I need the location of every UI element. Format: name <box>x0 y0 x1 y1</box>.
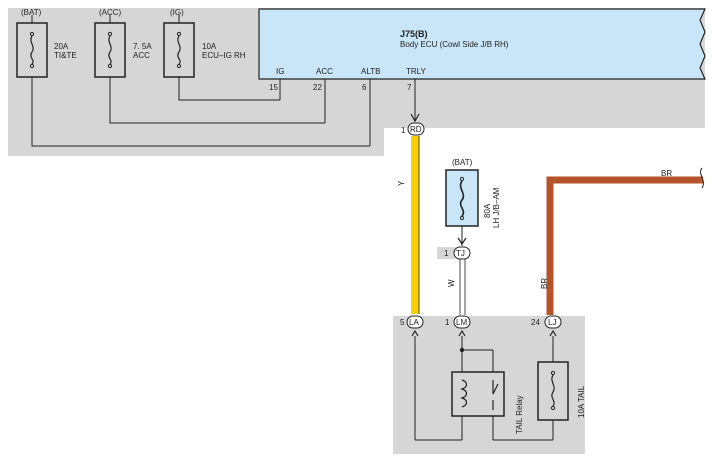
fuse-ti-te: (BAT) 20A TI&TE <box>16 8 77 78</box>
tail-relay-label: TAIL Relay <box>515 395 524 434</box>
lh-fuse-source: (BAT) <box>452 158 473 167</box>
lh-fuse-icon <box>459 180 465 217</box>
terminal-trly-label: TRLY <box>406 67 427 76</box>
fuse-to-ecu-wires <box>31 77 370 147</box>
connector-tj-pin: 1 <box>444 249 449 258</box>
fuse-acc-icon <box>108 35 112 65</box>
wire-w-label: W <box>447 279 456 287</box>
wire-br <box>546 176 703 315</box>
chevron-lm-icon <box>458 329 466 337</box>
connector-lj-code: LJ <box>548 318 556 327</box>
tail-fuse-label: 10A TAIL <box>577 385 586 418</box>
terminal-acc-label: ACC <box>316 67 333 76</box>
ecu-id: J75(B) <box>400 29 428 39</box>
connector-rd <box>407 122 425 136</box>
connector-lj-pin: 24 <box>531 318 540 327</box>
wire-w <box>459 259 466 315</box>
wire-y-label: Y <box>397 180 406 186</box>
fuse-acc-source: (ACC) <box>99 8 122 17</box>
terminal-ig-label: IG <box>276 67 284 76</box>
fuse-ti-te-rating: 20A <box>54 42 69 51</box>
fuse-ti-te-name: TI&TE <box>54 51 77 60</box>
relay-block-wiring <box>414 336 554 441</box>
pin-22: 22 <box>313 83 322 92</box>
connector-tj-tag <box>437 247 455 259</box>
fuse-ti-te-icon <box>30 35 34 65</box>
junction-dot <box>459 347 465 353</box>
wire-br-break <box>700 167 704 189</box>
connector-lj <box>544 315 562 329</box>
connector-lm <box>453 315 471 329</box>
pin-15: 15 <box>269 83 278 92</box>
bottom-junction-panel <box>393 316 585 454</box>
connector-rd-code: RD <box>410 125 422 134</box>
connector-la-pin: 5 <box>400 318 405 327</box>
fuse-acc-rating: 7. 5A <box>133 42 152 51</box>
relay-switch-icon <box>492 380 499 395</box>
wire-br-vertical-label: BR <box>540 278 549 289</box>
lh-fuse <box>445 169 479 227</box>
wire-br-top-label: BR <box>661 169 672 178</box>
fuse-ecu-ig-name: ECU–IG RH <box>202 51 246 60</box>
connector-rd-pin: 1 <box>401 126 406 135</box>
fuse-ti-te-source: (BAT) <box>21 8 42 17</box>
lh-fuse-name: LH J/B–AM <box>492 187 501 228</box>
connector-la-code: LA <box>409 318 419 327</box>
fuse-acc-name: ACC <box>133 51 150 60</box>
connector-lm-code: LM <box>456 318 467 327</box>
chevron-lj-icon <box>549 329 557 337</box>
connector-tj-code: TJ <box>456 249 465 258</box>
ecu-block <box>258 8 706 80</box>
fuse-ecu-ig-icon <box>177 35 181 65</box>
wire-y <box>411 136 419 314</box>
connector-tj <box>453 246 471 260</box>
connector-lm-pin: 1 <box>445 318 450 327</box>
tail-fuse-icon <box>551 374 555 407</box>
fuse-ecu-ig-rating: 10A <box>202 42 217 51</box>
lh-fuse-rating: 80A <box>483 203 492 218</box>
terminal-altb-label: ALTB <box>361 67 380 76</box>
trly-arrow-icon <box>410 113 420 123</box>
lh-fuse-arrow-icon <box>457 237 467 246</box>
relay-coil-icon <box>460 379 468 408</box>
fuse-ecu-ig-source: (IG) <box>170 8 184 17</box>
tail-relay <box>451 371 505 417</box>
tail-fuse <box>537 361 569 421</box>
ecu-name: Body ECU (Cowl Side J/B RH) <box>400 40 509 49</box>
pin-6: 6 <box>362 83 367 92</box>
pin-7: 7 <box>407 83 412 92</box>
connector-la <box>406 315 424 329</box>
chevron-la-icon <box>411 329 419 337</box>
